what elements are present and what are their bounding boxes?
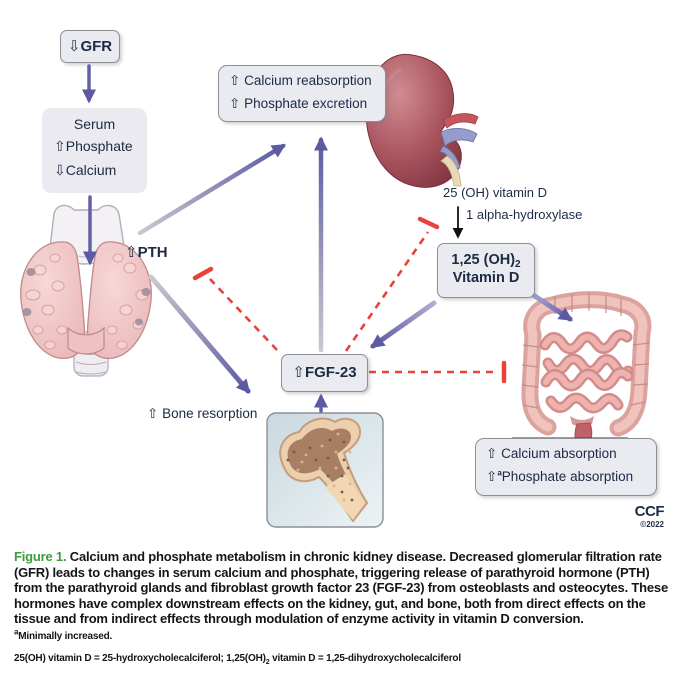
vitd125-box: 1,25 (OH)2 Vitamin D [437, 243, 535, 298]
copyright-year: ©2022 [640, 520, 664, 529]
caption-text: Calcium and phosphate metabolism in chro… [14, 549, 668, 626]
bone-resorption-text: Bone resorption [162, 406, 258, 421]
up-arrow-icon: ⇧ [486, 469, 498, 484]
up-arrow-icon: ⇧ [125, 244, 138, 261]
up-arrow-icon: ⇧ [229, 96, 241, 111]
up-arrow-icon: ⇧ [486, 446, 498, 461]
up-arrow-icon: ⇧ [229, 73, 241, 88]
arrow-pth-to-kidney-effects [137, 143, 286, 236]
down-arrow-icon: ⇩ [67, 38, 81, 55]
calcium-absorption-label: Calcium absorption [501, 446, 617, 461]
abbrev-pre: 25(OH) vitamin D = 25-hydroxycholecalcif… [14, 653, 266, 664]
gut-effects-box: ⇧ Calcium absorption ⇧aPhosphate absorpt… [475, 438, 657, 496]
calcium-reabsorption-label: Calcium reabsorption [244, 73, 372, 88]
figure-caption: Figure 1. Calcium and phosphate metaboli… [14, 549, 674, 627]
intestine-illustration [512, 291, 652, 450]
kidney-effects-box: ⇧ Calcium reabsorption ⇧ Phosphate excre… [218, 65, 386, 122]
footnote-a-marker: a [497, 468, 502, 478]
vitd125-subscript: 2 [515, 259, 521, 270]
serum-phosphate-label: Phosphate [65, 138, 133, 154]
stimulation-arrows [82, 64, 573, 413]
gfr-label: GFR [80, 38, 113, 55]
inhibition-lines [192, 216, 507, 384]
fgf23-box: ⇧FGF-23 [281, 354, 368, 392]
serum-title: Serum [73, 116, 116, 132]
up-arrow-icon: ⇧ [292, 364, 305, 381]
abbrev-post: vitamin D = 1,25-dihydroxycholecalcifero… [269, 653, 461, 664]
bone-illustration [266, 412, 384, 528]
inhibit-bar-pth [192, 266, 214, 281]
diagram-canvas [20, 53, 652, 528]
vitd25-label: 25 (OH) vitamin D [443, 185, 548, 200]
footnote-a: aMinimally increased. [14, 627, 113, 642]
up-arrow-icon: ⇧ [147, 406, 159, 421]
vitd125-line2: Vitamin D [452, 270, 520, 286]
ccf-credit: CCF ©2022 [596, 503, 665, 529]
phosphate-absorption-label: Phosphate absorption [501, 469, 634, 484]
down-arrow-icon: ⇩ [54, 162, 66, 178]
phosphate-excretion-label: Phosphate excretion [244, 96, 368, 111]
arrow-vitd-to-intestine [527, 290, 573, 322]
pth-text: PTH [137, 244, 168, 261]
serum-calcium-label: Calcium [65, 162, 117, 178]
gfr-box: ⇩GFR [60, 30, 120, 63]
arrow-vitd-to-fgf23 [370, 300, 437, 349]
abbreviations-line: 25(OH) vitamin D = 25-hydroxycholecalcif… [14, 653, 461, 666]
serum-box: Serum ⇧Phosphate ⇩Calcium [42, 108, 147, 193]
inhibit-bar-hydroxylase [417, 216, 440, 230]
abbrev-subscript: 2 [265, 659, 270, 666]
kidney-illustration [365, 53, 479, 188]
up-arrow-icon: ⇧ [54, 138, 66, 154]
inhibit-fgf23-to-pth [209, 278, 278, 351]
bone-resorption-label: ⇧ Bone resorption [147, 406, 257, 422]
pth-label: ⇧PTH [125, 243, 168, 261]
hydroxylase-label: 1 alpha-hydroxylase [466, 207, 583, 222]
footnote-a-text: Minimally increased. [18, 631, 113, 642]
arrow-pth-to-bone [148, 274, 251, 394]
footnote-a-sup: a [14, 627, 19, 637]
ccf-logo-text: CCF [634, 503, 665, 520]
inhibit-fgf23-to-hydroxylase [344, 231, 430, 352]
vitd125-line1: 1,25 (OH) [451, 252, 516, 268]
fgf23-text: FGF-23 [304, 364, 357, 381]
figure-number-label: Figure 1. [14, 549, 67, 564]
parathyroid-thyroid-illustration [20, 204, 152, 377]
